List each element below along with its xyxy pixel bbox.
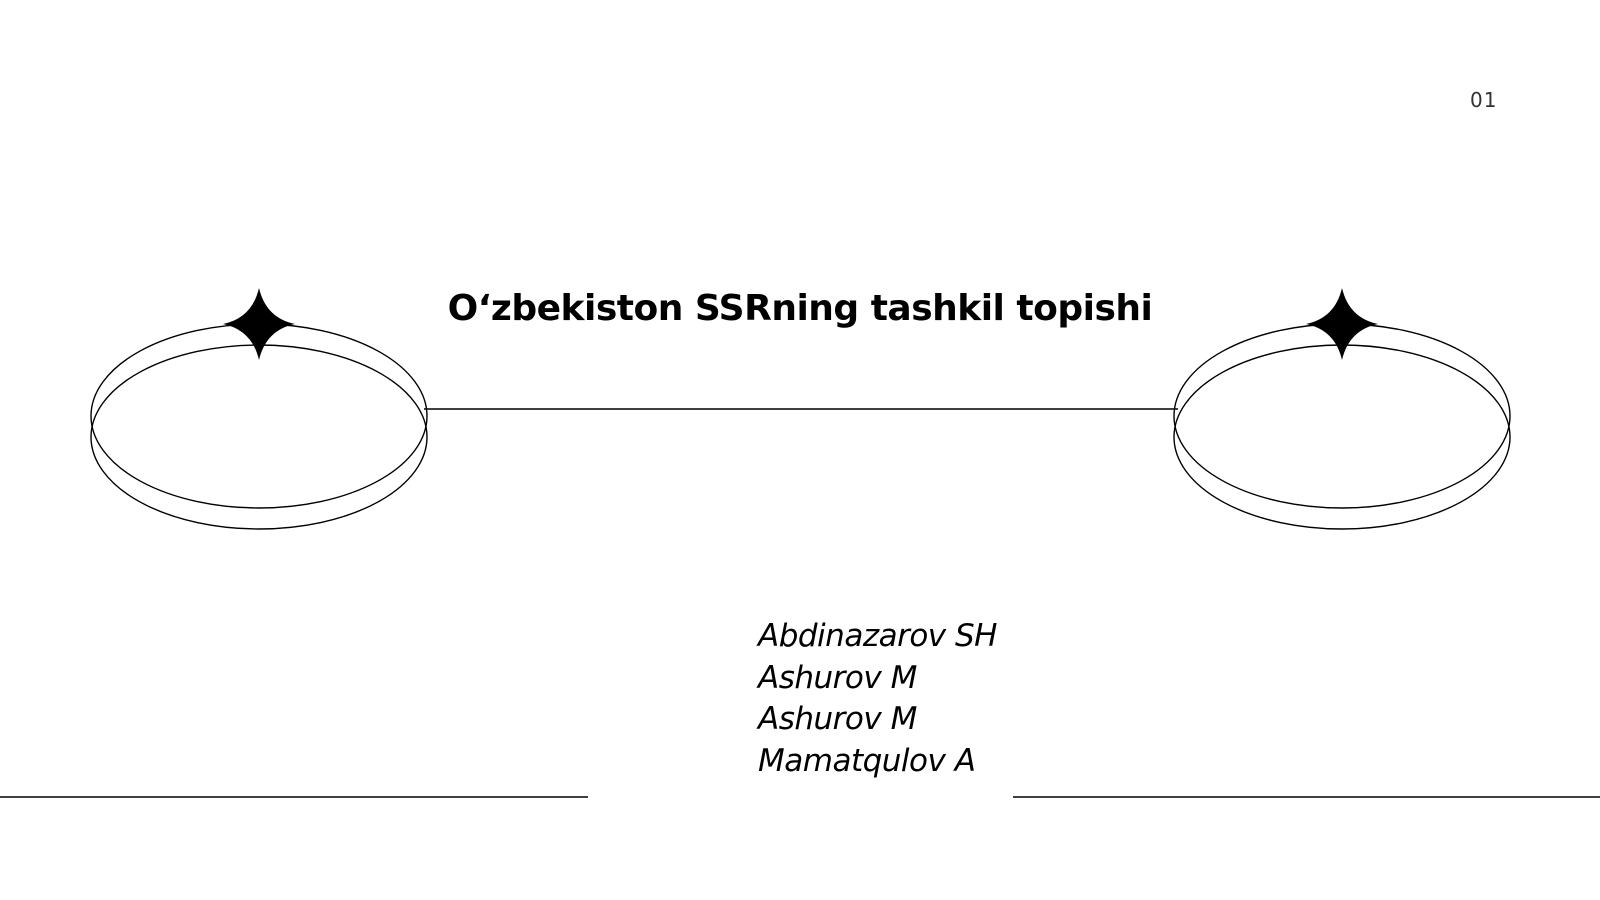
slide-title: O‘zbekiston SSRning tashkil topishi bbox=[447, 288, 1153, 329]
authors-list: Abdinazarov SH Ashurov M Ashurov M Mamat… bbox=[758, 616, 1078, 782]
author-name: Mamatqulov A bbox=[758, 742, 976, 779]
author-name: Ashurov M bbox=[758, 659, 917, 696]
page-number: 01 bbox=[1470, 88, 1498, 112]
author-name: Abdinazarov SH bbox=[758, 618, 998, 654]
four-point-star-icon bbox=[1306, 288, 1378, 360]
four-point-star-icon bbox=[223, 288, 295, 360]
author-name: Ashurov M bbox=[758, 701, 917, 737]
